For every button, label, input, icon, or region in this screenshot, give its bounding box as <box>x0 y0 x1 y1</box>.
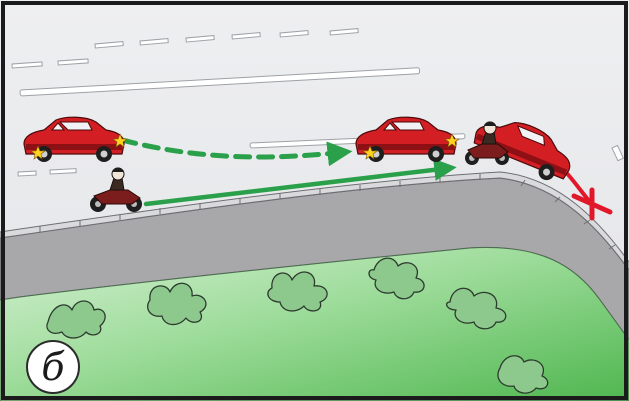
figure-label: б <box>26 340 80 394</box>
figure-label-text: б <box>26 340 80 394</box>
